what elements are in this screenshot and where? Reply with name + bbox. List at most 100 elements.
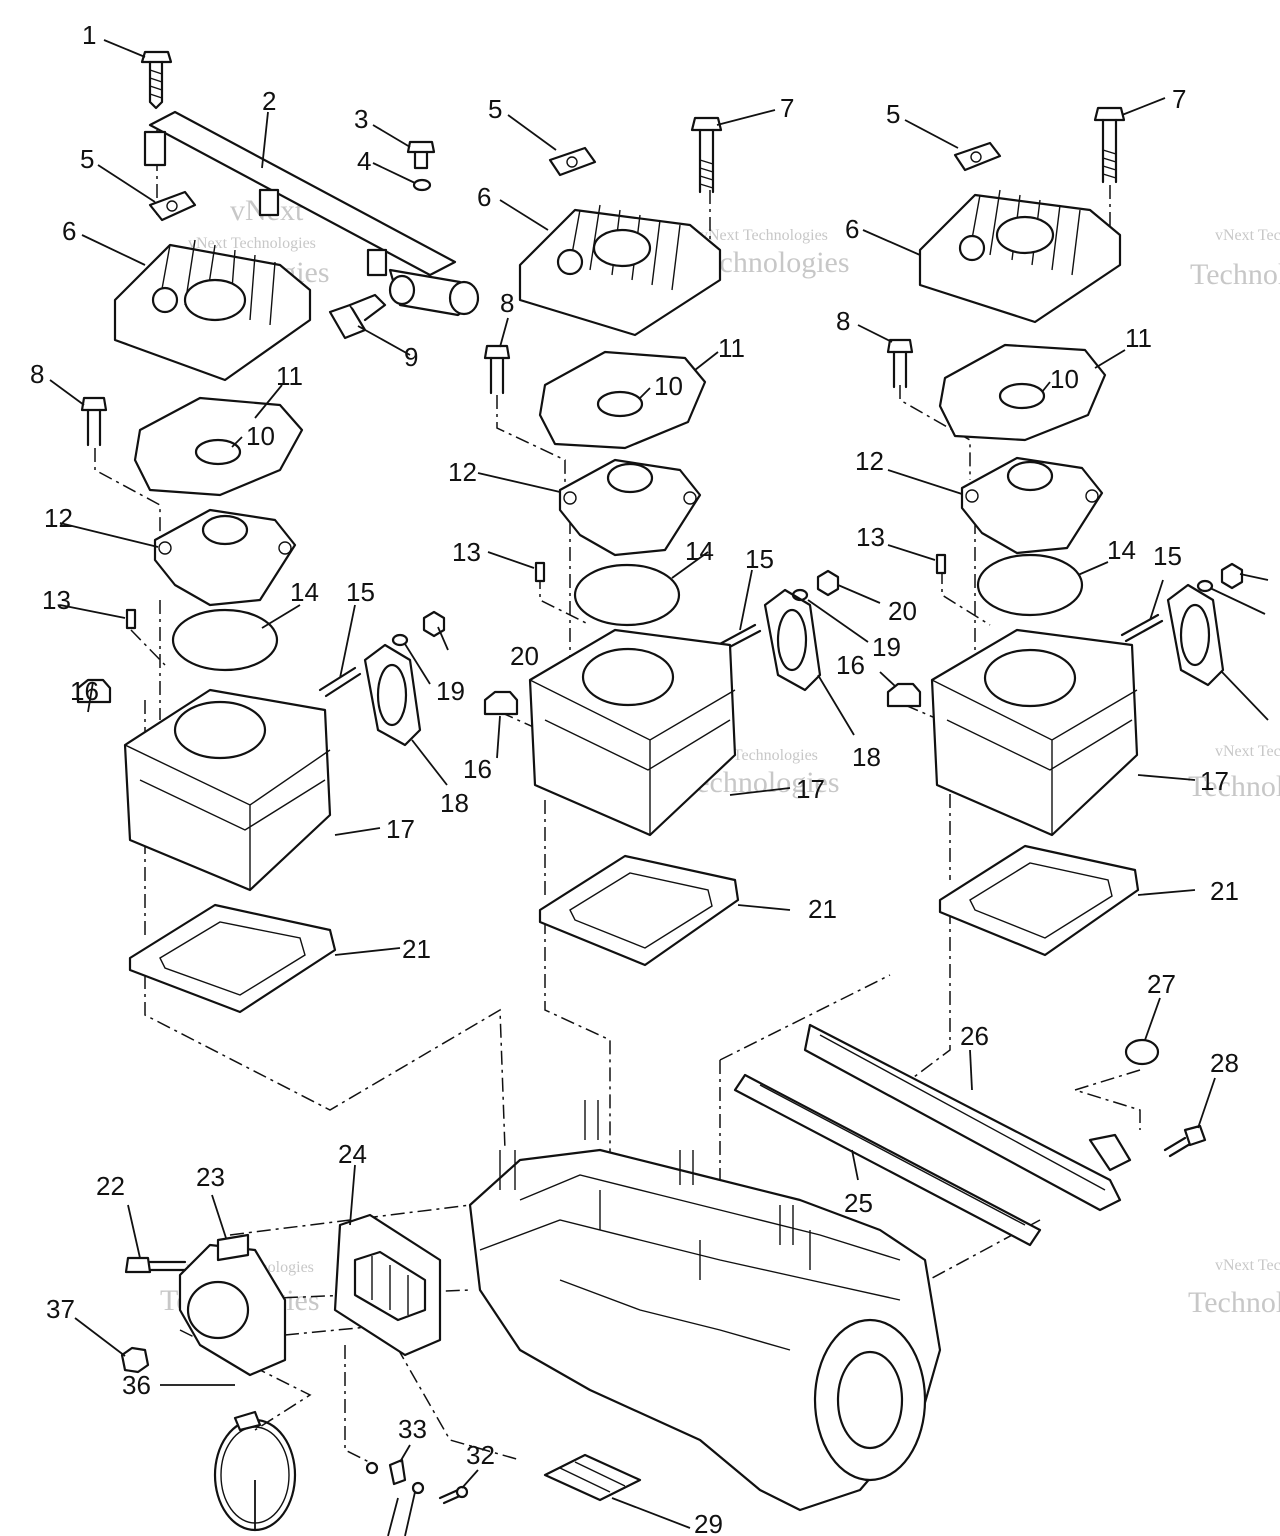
callout-20: 20 [888, 596, 917, 626]
callout-37: 37 [46, 1294, 75, 1324]
callout-16: 16 [836, 650, 865, 680]
callout-29: 29 [694, 1509, 723, 1536]
cylinder-part-17 [123, 628, 1139, 892]
o-ring-part-14 [171, 553, 1084, 672]
stud-part-15 [318, 613, 1164, 698]
exhaust-manifold-gasket-part-25 [733, 1073, 1042, 1247]
callout-12: 12 [448, 457, 477, 487]
assembly-lines [94, 130, 1141, 1466]
callout-13: 13 [42, 585, 71, 615]
cylinder-head-part-6 [113, 189, 1122, 382]
callout-3: 3 [354, 104, 368, 134]
reed-valve-part-24 [333, 1213, 442, 1357]
bolt-part-3 [406, 140, 436, 170]
callout-36: 36 [122, 1370, 151, 1400]
watermark-text: vNext Technologies [1215, 1257, 1280, 1274]
callout-8: 8 [500, 288, 514, 318]
callout-22: 22 [96, 1171, 125, 1201]
callout-19: 19 [872, 632, 901, 662]
callout-2: 2 [262, 86, 276, 116]
nut-part-16 [76, 678, 922, 716]
callout-10: 10 [246, 421, 275, 451]
callout-10: 10 [654, 371, 683, 401]
watermark-text: Technologies [1188, 1286, 1280, 1319]
callout-17: 17 [1200, 766, 1229, 796]
bolt-part-7 [690, 106, 1126, 194]
callout-16: 16 [463, 754, 492, 784]
callout-labels: 1 2 3 4 5 6 8 11 10 12 13 14 15 16 17 21… [30, 20, 1239, 1536]
callout-14: 14 [290, 577, 319, 607]
callout-12: 12 [44, 503, 73, 533]
callout-24: 24 [338, 1139, 367, 1169]
callout-21: 21 [1210, 876, 1239, 906]
watermark-text: Technologies [1188, 770, 1280, 803]
callout-11: 11 [276, 361, 303, 391]
callout-32: 32 [466, 1440, 495, 1470]
callout-14: 14 [1107, 535, 1136, 565]
fitting-part-33 [365, 1458, 425, 1495]
callout-17: 17 [386, 814, 415, 844]
water-cap-part-12 [153, 456, 1104, 607]
callout-6: 6 [477, 182, 491, 212]
o-ring-part-27 [1124, 1038, 1160, 1066]
crankcase [468, 1100, 942, 1512]
intake-manifold-part-23 [178, 1233, 287, 1377]
callout-4: 4 [357, 146, 371, 176]
head-gasket-part-11 [133, 343, 1107, 497]
callout-7: 7 [780, 93, 794, 123]
exhaust-gasket-part-18 [363, 583, 1225, 747]
callout-6: 6 [62, 216, 76, 246]
callout-27: 27 [1147, 969, 1176, 999]
watermark-text: vNext Technologies [188, 235, 316, 252]
callout-5: 5 [488, 94, 502, 124]
watermark-text: Technologies [1190, 258, 1280, 291]
callout-13: 13 [452, 537, 481, 567]
callout-20: 20 [510, 641, 539, 671]
callout-26: 26 [960, 1021, 989, 1051]
watermark-text: vNext Technologies [700, 227, 828, 244]
callout-11: 11 [718, 333, 745, 363]
callout-8: 8 [30, 359, 44, 389]
base-gasket-part-21 [128, 844, 1140, 1014]
callout-1: 1 [82, 20, 96, 50]
watermark-text: vNext Technologies [1215, 227, 1280, 244]
callout-15: 15 [1153, 541, 1182, 571]
callout-28: 28 [1210, 1048, 1239, 1078]
callout-17: 17 [796, 774, 825, 804]
callout-6: 6 [845, 214, 859, 244]
callout-13: 13 [856, 522, 885, 552]
callout-23: 23 [196, 1162, 225, 1192]
sensor-part-9 [328, 293, 387, 340]
bolt-part-1 [140, 50, 173, 110]
callout-15: 15 [745, 544, 774, 574]
nut-part-20 [422, 562, 1244, 638]
bolt-part-22 [124, 1256, 187, 1274]
callout-8: 8 [836, 306, 850, 336]
callout-9: 9 [404, 342, 418, 372]
callout-25: 25 [844, 1188, 873, 1218]
callout-10: 10 [1050, 364, 1079, 394]
leader-lines [49, 39, 1269, 1536]
water-rail-part-2 [143, 110, 480, 317]
callout-5: 5 [886, 99, 900, 129]
washer-part-4 [412, 178, 432, 192]
reed-plate-part-29 [543, 1453, 642, 1502]
dowel-pin-part-13 [125, 553, 947, 630]
callout-21: 21 [402, 934, 431, 964]
callout-16: 16 [70, 676, 99, 706]
callout-19: 19 [436, 676, 465, 706]
callout-33: 33 [398, 1414, 427, 1444]
watermark-text: vNext Technologies [1215, 743, 1280, 760]
screw-part-32 [438, 1485, 469, 1505]
gasket-part-5 [148, 141, 1002, 222]
nut-part-37 [120, 1346, 150, 1374]
callout-18: 18 [440, 788, 469, 818]
callout-14: 14 [685, 536, 714, 566]
callout-15: 15 [346, 577, 375, 607]
cover-part-26 [803, 1023, 1132, 1212]
bolt-part-8 [80, 338, 914, 447]
washer-part-19 [391, 579, 1214, 647]
callout-12: 12 [855, 446, 884, 476]
bolt-part-28 [1163, 1124, 1207, 1158]
